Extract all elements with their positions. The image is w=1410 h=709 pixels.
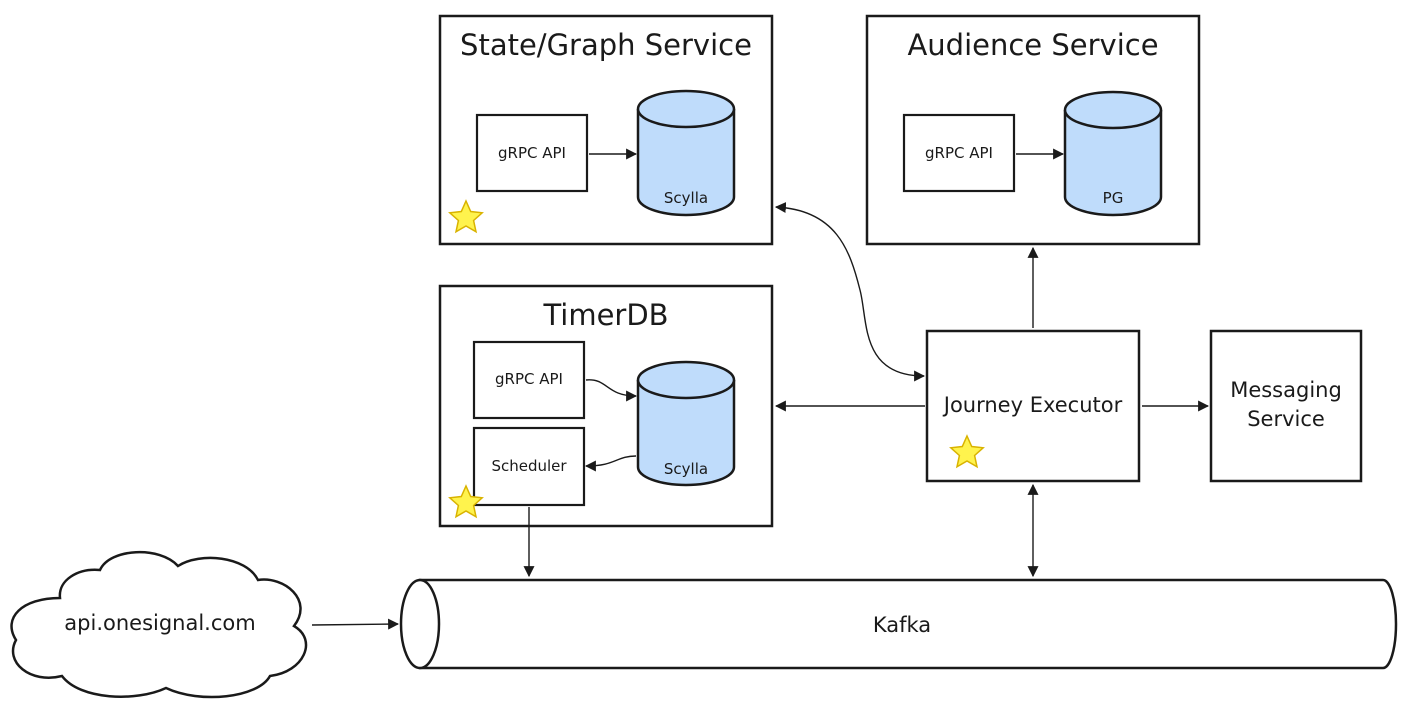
audience-grpc-api-box — [902, 113, 1016, 193]
audience-pg-db: PG — [1063, 90, 1163, 217]
messaging-service-label-line2: Service — [1247, 407, 1325, 431]
timer-scheduler-box — [472, 426, 586, 507]
timer-grpc-api-label: gRPC API — [495, 370, 563, 388]
kafka-label: Kafka — [873, 613, 931, 637]
state-graph-scylla-db: Scylla — [636, 89, 736, 217]
timer-db-title: TimerDB — [542, 298, 668, 332]
timer-scheduler-label: Scheduler — [491, 457, 567, 475]
state-graph-grpc-api-box — [475, 113, 589, 193]
audience-service-box: Audience Service gRPC API PG — [865, 14, 1201, 246]
star-icon — [448, 484, 484, 519]
star-icon — [448, 199, 484, 234]
messaging-service-box: Messaging Service — [1209, 329, 1363, 483]
messaging-service-label-line1: Messaging — [1230, 378, 1342, 402]
state-graph-scylla-label: Scylla — [664, 189, 708, 207]
api-cloud-label: api.onesignal.com — [64, 611, 255, 635]
connector-cloud-kafka — [311, 618, 400, 630]
journey-executor-box: Journey Executor — [925, 329, 1141, 483]
audience-pg-label: PG — [1103, 189, 1124, 207]
state-graph-grpc-api-label: gRPC API — [498, 144, 566, 162]
state-graph-service-box: State/Graph Service gRPC API Scylla — [438, 14, 774, 246]
audience-grpc-api-label: gRPC API — [925, 144, 993, 162]
timer-db-box: TimerDB gRPC API Scheduler Scylla — [438, 284, 774, 528]
api-cloud: api.onesignal.com — [10, 550, 308, 699]
audience-service-title: Audience Service — [907, 28, 1158, 62]
connector-executor-state — [774, 202, 926, 382]
star-icon — [949, 434, 985, 469]
timer-grpc-api-box — [472, 340, 586, 420]
connectors — [311, 202, 1210, 630]
timer-scylla-label: Scylla — [664, 460, 708, 478]
timer-scylla-db: Scylla — [636, 360, 736, 487]
journey-executor-label: Journey Executor — [942, 393, 1123, 417]
kafka-cylinder: Kafka — [399, 578, 1398, 670]
state-graph-service-title: State/Graph Service — [460, 28, 752, 62]
